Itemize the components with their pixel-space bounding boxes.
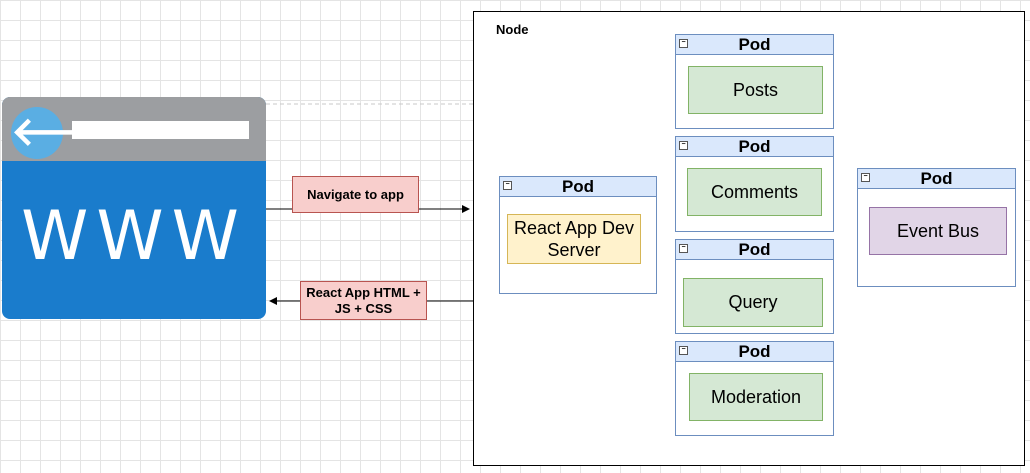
pod-event-bus: − Pod Event Bus <box>857 168 1016 287</box>
service-moderation: Moderation <box>689 373 823 421</box>
response-label: React App HTML + JS + CSS <box>300 281 427 320</box>
back-arrow-icon: 🡐 <box>11 107 118 159</box>
service-posts: Posts <box>688 66 823 114</box>
pod-react-app: − Pod React App Dev Server <box>499 176 657 294</box>
collapse-icon[interactable]: − <box>503 181 512 190</box>
collapse-icon[interactable]: − <box>679 244 688 253</box>
pod-title: Pod <box>738 137 771 156</box>
pod-header: − Pod <box>676 137 833 157</box>
collapse-icon[interactable]: − <box>679 39 688 48</box>
collapse-icon[interactable]: − <box>861 173 870 182</box>
pod-query: − Pod Query <box>675 239 834 334</box>
pod-header: − Pod <box>500 177 656 197</box>
pod-title: Pod <box>738 240 771 259</box>
pod-comments: − Pod Comments <box>675 136 834 232</box>
request-label: Navigate to app <box>292 176 419 213</box>
pod-title: Pod <box>738 342 771 361</box>
browser-icon: 🡐 WWW <box>2 97 266 319</box>
pod-title: Pod <box>561 177 595 196</box>
pod-title: Pod <box>738 35 771 54</box>
node-label: Node <box>496 22 529 37</box>
pod-header: − Pod <box>676 342 833 362</box>
www-text: WWW <box>21 197 247 276</box>
pod-title: Pod <box>920 169 953 188</box>
pod-header: − Pod <box>858 169 1015 189</box>
service-comments: Comments <box>687 168 822 216</box>
service-react-app: React App Dev Server <box>507 214 641 264</box>
collapse-icon[interactable]: − <box>679 141 688 150</box>
service-event-bus: Event Bus <box>869 207 1007 255</box>
pod-header: − Pod <box>676 240 833 260</box>
service-query: Query <box>683 278 823 327</box>
pod-moderation: − Pod Moderation <box>675 341 834 436</box>
address-bar <box>72 121 249 139</box>
pod-posts: − Pod Posts <box>675 34 834 129</box>
pod-header: − Pod <box>676 35 833 55</box>
collapse-icon[interactable]: − <box>679 346 688 355</box>
